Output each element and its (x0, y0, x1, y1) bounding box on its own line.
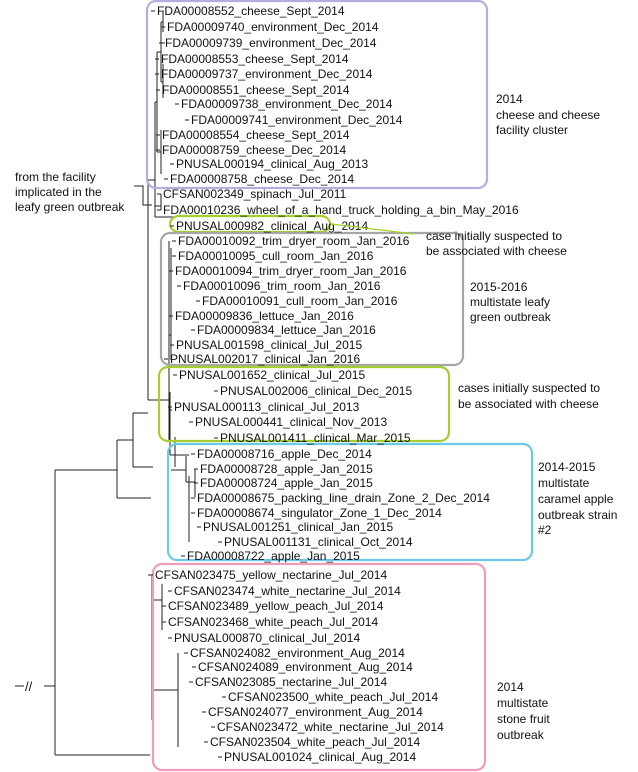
leaf-label: FDA00008554_cheese_Sept_2014 (162, 128, 350, 142)
cluster-label-line: multistate (497, 696, 549, 710)
leaf-label: FDA00008716_apple_Dec_2014 (197, 447, 372, 461)
cluster-box (145, 0, 489, 190)
facility-note-line-2: implicated in the (15, 185, 102, 199)
facility-note-line-1: from the facility (15, 170, 96, 184)
cluster-box (157, 365, 451, 443)
leaf-label: CFSAN002349_spinach_Jul_2011 (163, 187, 347, 201)
leaf-label: FDA00008724_apple_Jan_2015 (200, 476, 373, 490)
cluster-boxes (145, 0, 534, 772)
cluster-label-line: outbreak (497, 728, 545, 742)
leaf-label: CFSAN023500_white_peach_Jul_2014 (228, 690, 438, 704)
leaf-label: PNUSAL001652_clinical_Jul_2015 (179, 368, 365, 382)
cluster-label-line: 2014 (497, 680, 524, 694)
leaf-label: PNUSAL000194_clinical_Aug_2013 (176, 157, 368, 171)
cluster-box (151, 562, 487, 772)
cluster-label-line: 2014-2015 (538, 460, 596, 474)
leaf-label: FDA00008758_cheese_Dec_2014 (170, 172, 354, 186)
leaf-label: FDA00010094_trim_dryer_room_Jan_2016 (175, 264, 407, 278)
cluster-label-line: multistate leafy (470, 295, 550, 309)
facility-note-line-3: leafy green outbreak (15, 200, 125, 214)
cluster-label-line: be associated with cheese (426, 244, 567, 258)
facility-note-bracket (134, 185, 152, 206)
leaf-label: CFSAN024082_environment_Aug_2014 (190, 646, 405, 660)
cluster-label-line: caramel apple (538, 492, 614, 506)
leaf-label: CFSAN024089_environment_Aug_2014 (198, 660, 413, 674)
leaf-label: FDA00010092_trim_dryer_room_Jan_2016 (178, 234, 410, 248)
leaf-label: CFSAN023474_white_nectarine_Jul_2014 (174, 584, 401, 598)
leaf-label: FDA00008551_cheese_Sept_2014 (162, 83, 350, 97)
leaf-label: CFSAN023468_white_peach_Jul_2014 (168, 615, 378, 629)
break-mark-text: // (25, 679, 33, 694)
cluster-label-line: green outbreak (470, 310, 552, 324)
leaf-label: FDA00010091_cull_room_Jan_2016 (202, 294, 398, 308)
leaf-label: PNUSAL001598_clinical_Jul_2015 (176, 338, 362, 352)
leaf-label: FDA00009834_lettuce_Jan_2016 (197, 323, 376, 337)
leaf-label: FDA00010095_cull_room_Jan_2016 (178, 249, 374, 263)
leaf-label: PNUSAL001251_clinical_Jan_2015 (203, 520, 393, 534)
leaf-label: CFSAN023489_yellow_peach_Jul_2014 (168, 599, 384, 613)
leaf-label: FDA00008759_cheese_Dec_2014 (162, 143, 346, 157)
cluster-box (166, 442, 534, 562)
cluster-label-line: cheese and cheese (496, 108, 600, 122)
tree-leaves: FDA00008552_cheese_Sept_2014FDA00009740_… (149, 4, 519, 764)
leaf-label: FDA00008722_apple_Jan_2015 (187, 549, 360, 563)
cluster-label-line: outbreak strain (538, 508, 617, 522)
branch-break-mark: // (24, 679, 44, 694)
leaf-label: PNUSAL001411_clinical_Mar_2015 (220, 431, 411, 445)
leaf-label: FDA00009737_environment_Dec_2014 (161, 67, 373, 81)
leaf-label: CFSAN024077_environment_Aug_2014 (208, 705, 423, 719)
leaf-label: PNUSAL001024_clinical_Aug_2014 (224, 750, 416, 764)
leaf-label: CFSAN023085_nectarine_Jul_2014 (195, 675, 387, 689)
leaf-label: PNUSAL000113_clinical_Jul_2013 (174, 400, 360, 414)
cluster-label-line: 2014 (496, 92, 523, 106)
leaf-label: FDA00010236_wheel_of_a_hand_truck_holdin… (163, 203, 519, 217)
leaf-label: PNUSAL002006_clinical_Dec_2015 (220, 384, 412, 398)
leaf-label: PNUSAL000870_clinical_Jul_2014 (174, 631, 360, 645)
cluster-label-line: facility cluster (496, 123, 568, 137)
cluster-label-line: case initially suspected to (426, 229, 562, 243)
leaf-label: PNUSAL000441_clinical_Nov_2013 (195, 415, 387, 429)
leaf-label: CFSAN023472_white_nectarine_Jul_2014 (217, 720, 444, 734)
cluster-label-line: 2015-2016 (470, 280, 528, 294)
leaf-label: FDA00010096_trim_room_Jan_2016 (183, 279, 381, 293)
cluster-label-line: stone fruit (497, 712, 550, 726)
leaf-label: FDA00008675_packing_line_drain_Zone_2_De… (197, 491, 490, 505)
facility-annotation: from the facility implicated in the leaf… (15, 170, 152, 214)
leaf-label: CFSAN023475_yellow_nectarine_Jul_2014 (155, 568, 387, 582)
cluster-label-line: cases initially suspected to (458, 381, 600, 395)
leaf-label: FDA00009836_lettuce_Jan_2016 (175, 309, 354, 323)
leaf-label: PNUSAL001131_clinical_Oct_2014 (224, 535, 413, 549)
leaf-label: FDA00008728_apple_Jan_2015 (200, 462, 373, 476)
cluster-box (159, 231, 465, 367)
leaf-label: FDA00009741_environment_Dec_2014 (191, 113, 403, 127)
leaf-label: FDA00009740_environment_Dec_2014 (167, 20, 379, 34)
cluster-label-line: #2 (538, 523, 552, 537)
tree-branches (15, 11, 196, 756)
cluster-label-line: multistate (538, 476, 590, 490)
leaf-label: FDA00008552_cheese_Sept_2014 (157, 4, 345, 18)
leaf-label: PNUSAL002017_clinical_Jan_2016 (170, 352, 360, 366)
leaf-label: FDA00009738_environment_Dec_2014 (181, 97, 393, 111)
leaf-label: CFSAN023504_white_peach_Jul_2014 (210, 735, 420, 749)
leaf-label: FDA00008674_singulator_Zone_1_Dec_2014 (197, 506, 442, 520)
leaf-label: FDA00008553_cheese_Sept_2014 (161, 52, 349, 66)
leaf-label: PNUSAL000982_clinical_Aug_2014 (176, 219, 368, 233)
cluster-label-line: be associated with cheese (458, 397, 599, 411)
leaf-label: FDA00009739_environment_Dec_2014 (165, 36, 377, 50)
cheese-case-connector (330, 223, 415, 235)
